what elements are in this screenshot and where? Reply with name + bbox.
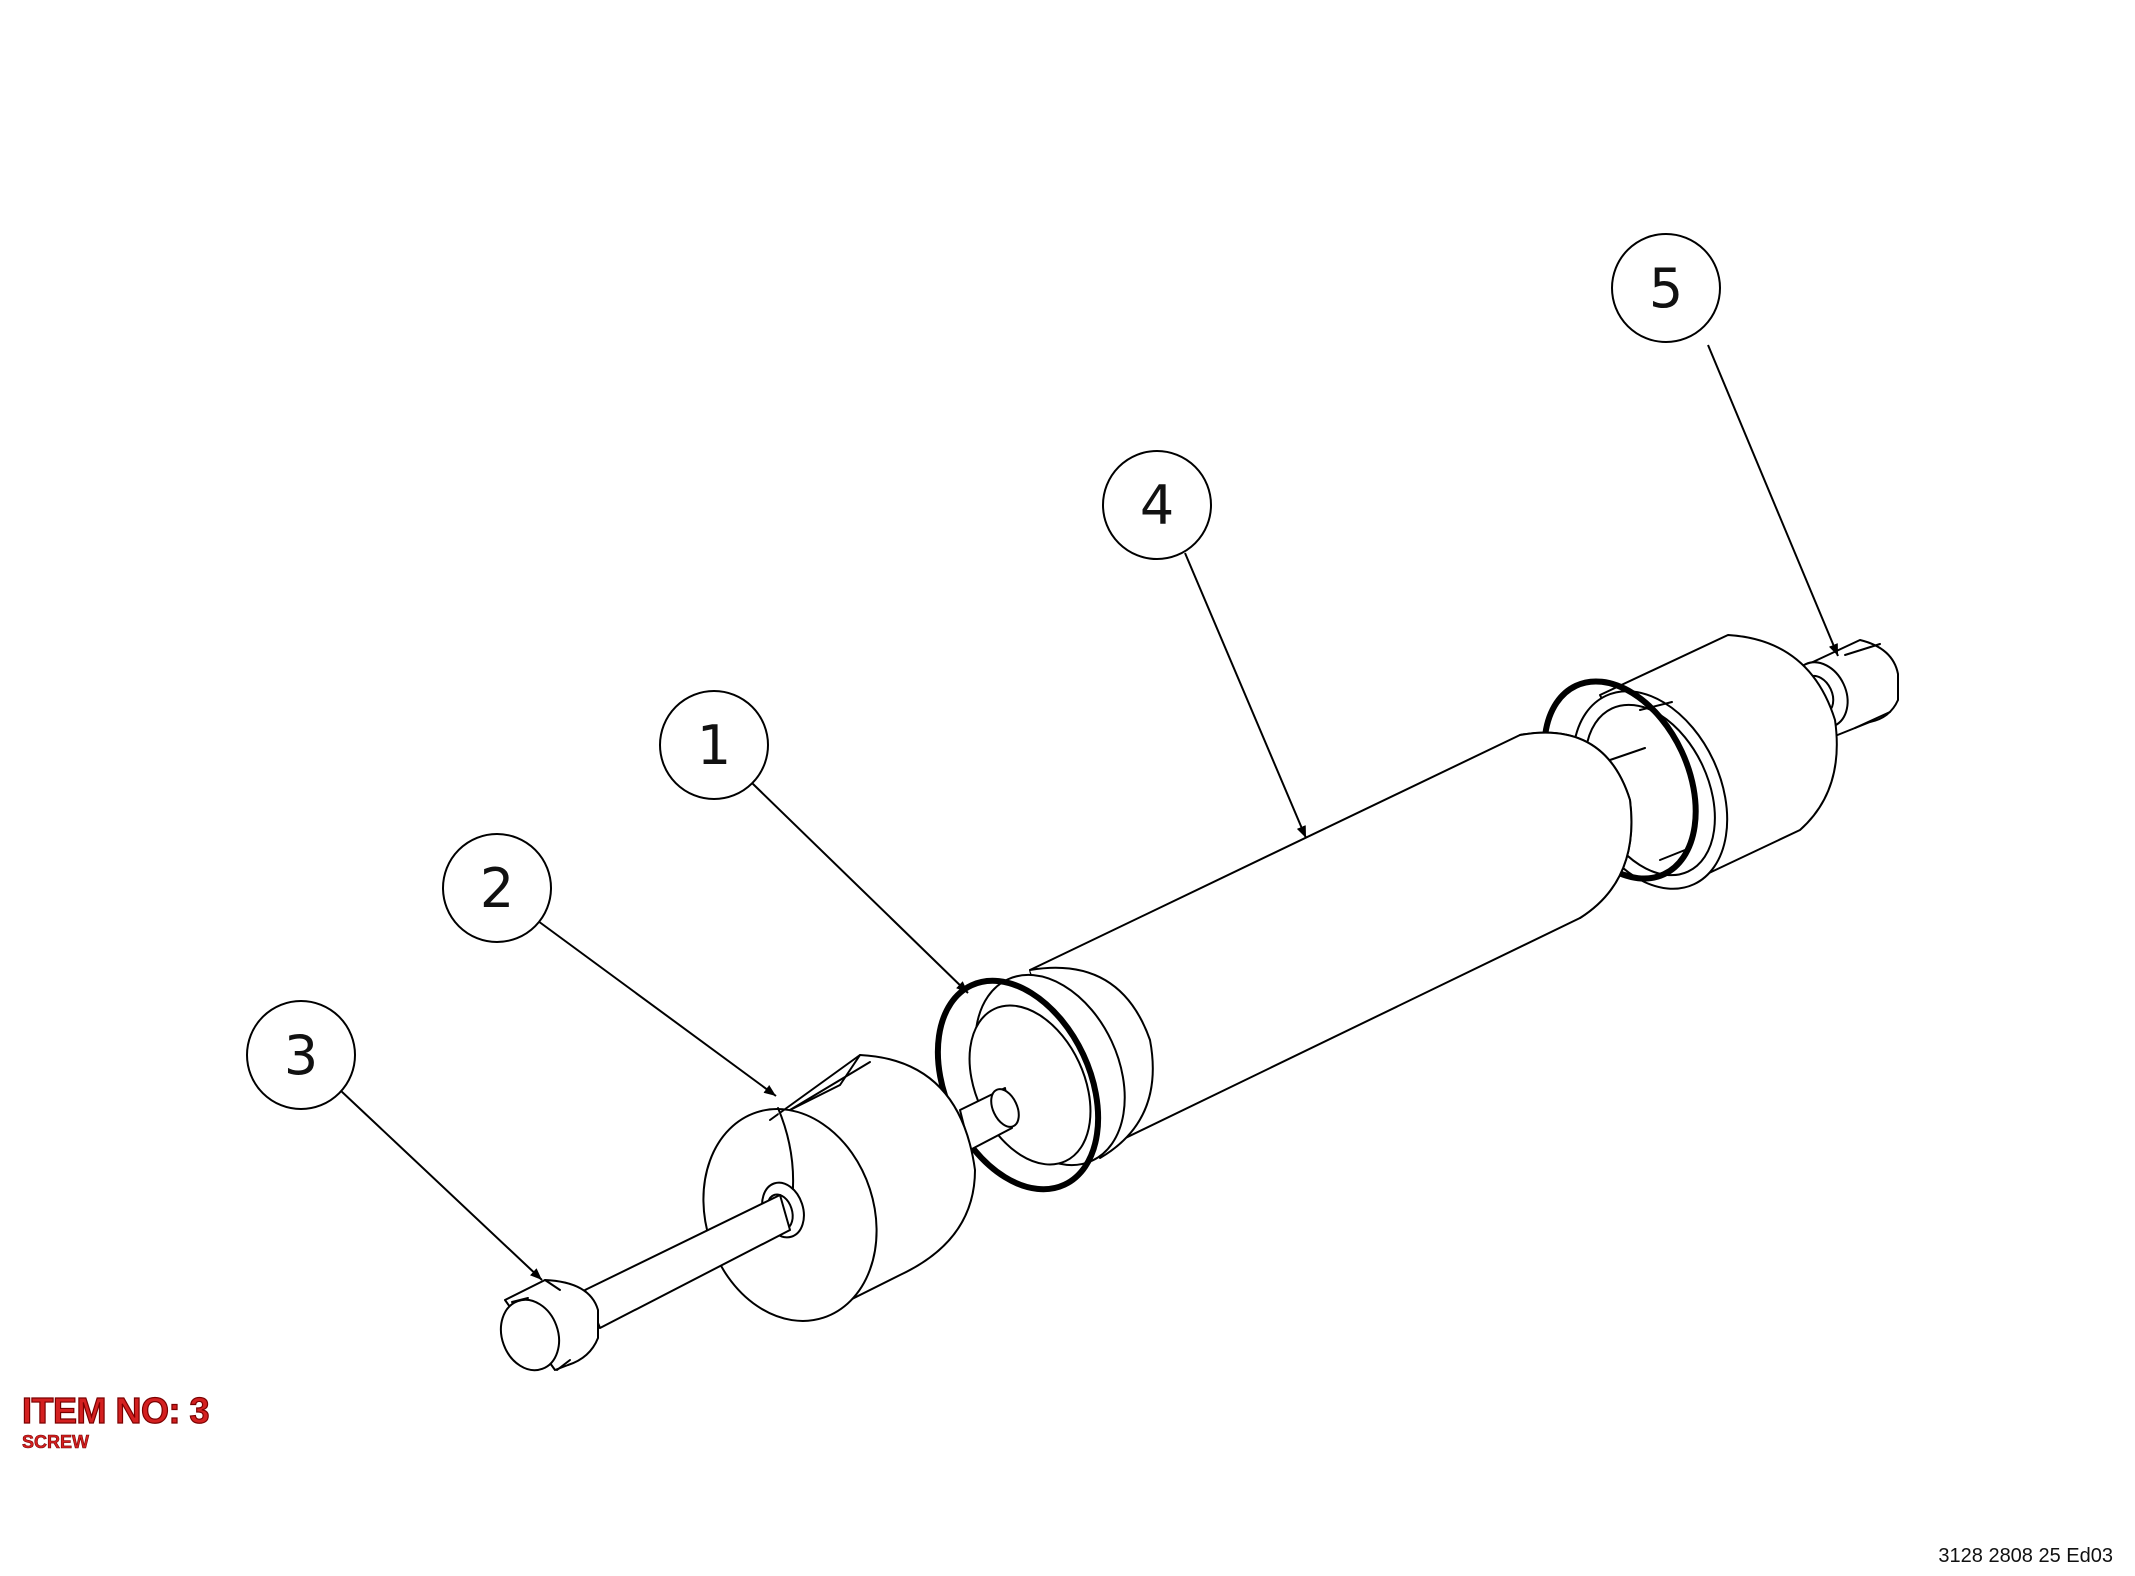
balloon-2: 2 bbox=[442, 833, 552, 943]
balloon-4-label: 4 bbox=[1140, 474, 1174, 537]
leader-line-5 bbox=[1707, 344, 1839, 657]
document-number: 3128 2808 25 Ed03 bbox=[1938, 1545, 2113, 1567]
leader-line-3 bbox=[339, 1089, 543, 1281]
leader-line-1 bbox=[751, 782, 969, 994]
balloon-5-label: 5 bbox=[1649, 257, 1683, 320]
part-4-right-cap bbox=[1571, 634, 1838, 890]
balloon-4: 4 bbox=[1102, 450, 1212, 560]
balloon-1-label: 1 bbox=[697, 714, 731, 777]
balloon-3: 3 bbox=[246, 1000, 356, 1110]
leader-line-2 bbox=[537, 920, 777, 1097]
balloon-5: 5 bbox=[1611, 233, 1721, 343]
leader-line-4 bbox=[1184, 552, 1307, 839]
piston-rod-segment bbox=[959, 1087, 1020, 1151]
balloon-3-label: 3 bbox=[284, 1024, 318, 1087]
item-number-heading: ITEM NO: 3 bbox=[21, 1390, 210, 1431]
part-2-split-bushing bbox=[702, 1054, 976, 1322]
part-3-screw bbox=[499, 1194, 791, 1372]
item-name: SCREW bbox=[22, 1432, 90, 1453]
balloon-1: 1 bbox=[659, 690, 769, 800]
balloon-2-label: 2 bbox=[480, 857, 514, 920]
